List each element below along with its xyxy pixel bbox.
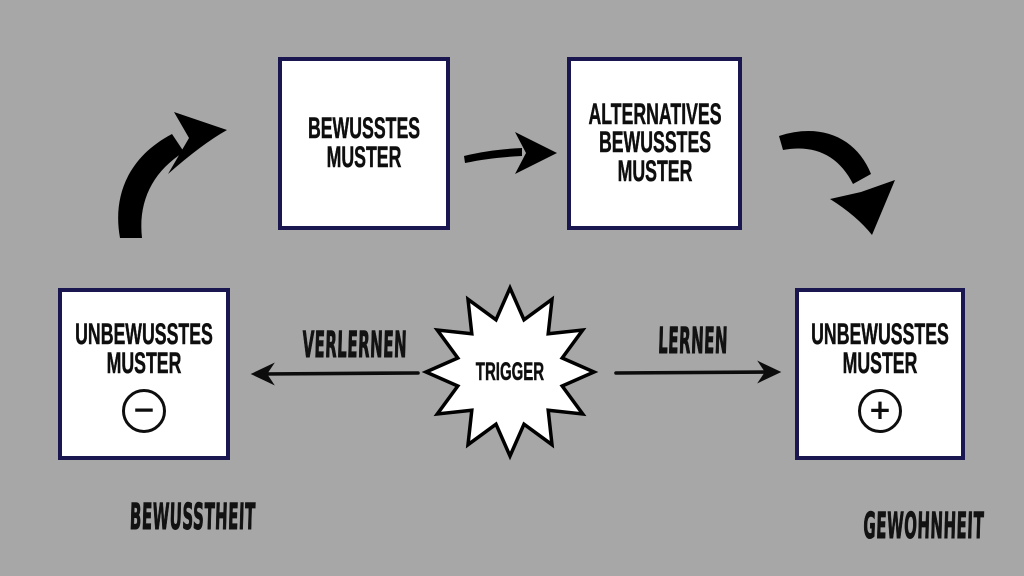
caption-gewohnheit: GEWOHNHEIT xyxy=(862,506,985,548)
arrow-left-thin-icon xyxy=(250,362,420,386)
box-conscious-pattern: BEWUSSTES MUSTER xyxy=(278,57,450,230)
box-unconscious-pattern-plus-label: UNBEWUSSTES MUSTER xyxy=(811,318,949,380)
edge-label-verlernen: VERLERNEN xyxy=(301,325,408,367)
box-conscious-pattern-label: BEWUSSTES MUSTER xyxy=(307,112,421,174)
trigger-label: TRIGGER xyxy=(475,357,545,386)
caption-bewusstheit: BEWUSSTHEIT xyxy=(129,497,257,539)
starburst-icon xyxy=(421,283,599,461)
minus-circle-icon: − xyxy=(122,388,166,433)
plus-sign: + xyxy=(868,392,892,426)
arrow-right-thin-icon xyxy=(614,360,782,384)
curved-arrow-up-icon xyxy=(118,112,227,238)
minus-sign: − xyxy=(132,392,156,426)
edge-label-lernen: LERNEN xyxy=(657,321,729,363)
box-unconscious-pattern-plus: UNBEWUSSTES MUSTER + xyxy=(795,288,965,460)
box-alternative-conscious-pattern-label: ALTERNATIVES BEWUSSTES MUSTER xyxy=(587,98,722,188)
plus-circle-icon: + xyxy=(858,388,902,433)
curved-arrow-down-icon xyxy=(779,130,895,235)
trigger-starburst: TRIGGER xyxy=(420,282,600,462)
arrow-right-thick-icon xyxy=(464,132,557,174)
box-alternative-conscious-pattern: ALTERNATIVES BEWUSSTES MUSTER xyxy=(567,57,742,230)
box-unconscious-pattern-minus: UNBEWUSSTES MUSTER − xyxy=(58,288,230,460)
box-unconscious-pattern-minus-label: UNBEWUSSTES MUSTER xyxy=(75,318,213,380)
